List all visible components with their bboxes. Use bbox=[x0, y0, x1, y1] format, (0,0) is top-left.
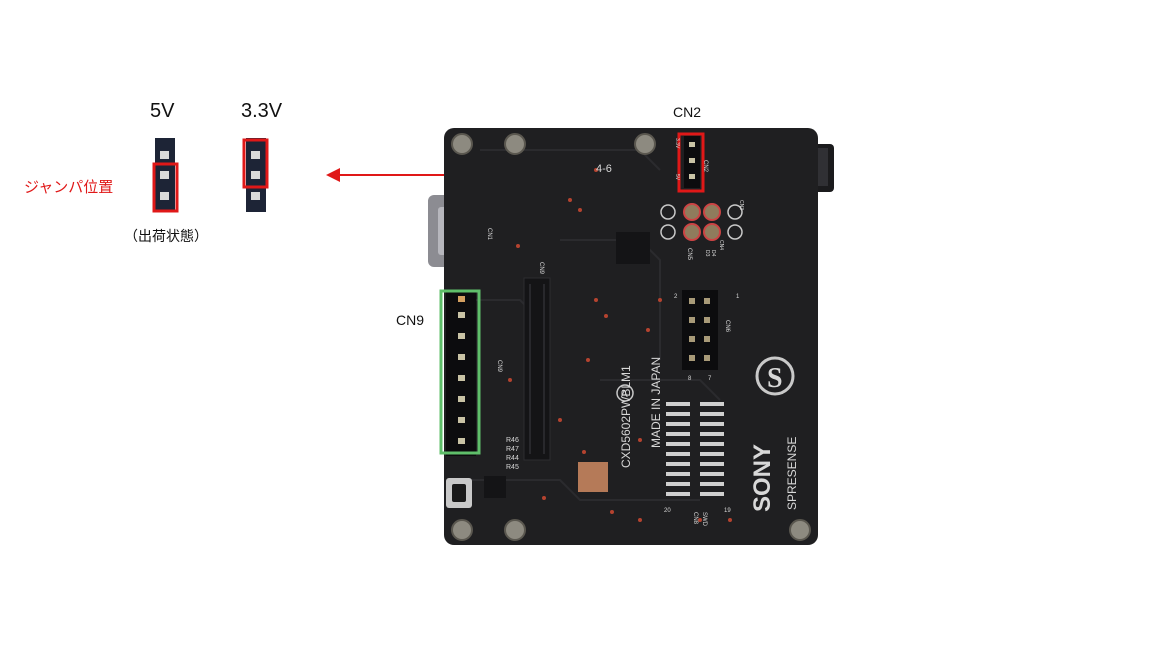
silk-d3-ref: D3 bbox=[704, 250, 710, 257]
silk-cn9-ref: CN9 bbox=[496, 360, 502, 373]
label-3-3v: 3.3V bbox=[241, 100, 283, 122]
silk-cn8-sub: SWD bbox=[701, 512, 707, 527]
cn9-highlight bbox=[439, 289, 481, 455]
jumper-5v-highlight bbox=[152, 162, 179, 213]
cn2-highlight bbox=[677, 132, 705, 193]
silk-pin20: 20 bbox=[664, 508, 671, 514]
silk-r45: R45 bbox=[506, 464, 519, 471]
silk-pin8: 8 bbox=[688, 376, 692, 382]
silk-product: SPRESENSE bbox=[785, 437, 799, 510]
silk-model: CXD5602PWBLM1 bbox=[619, 365, 633, 468]
silk-cn4-ref: CN4 bbox=[718, 240, 724, 250]
silk-pin-a: A bbox=[621, 389, 628, 400]
silk-cn5-ref: CN5 bbox=[686, 248, 692, 261]
copper-pad bbox=[578, 462, 608, 492]
silk-cn2-ref: CN2 bbox=[702, 160, 708, 173]
silk-brand: SONY bbox=[749, 444, 776, 512]
label-jumper-position: ジャンパ位置 bbox=[24, 179, 114, 196]
jumper-5v-graphic bbox=[152, 138, 179, 213]
silk-cn6-ref: CN6 bbox=[724, 320, 730, 333]
jumper-3-3v-highlight bbox=[242, 138, 269, 189]
label-shipping-state: （出荷状態） bbox=[124, 228, 208, 244]
label-cn2: CN2 bbox=[673, 104, 702, 120]
silk-r47: R47 bbox=[506, 446, 519, 453]
silk-pin2: 2 bbox=[674, 294, 678, 300]
silk-cn2-33v: 3.3V bbox=[674, 138, 680, 149]
silk-cn1-ref: CN1 bbox=[486, 228, 492, 241]
silk-r46: R46 bbox=[506, 437, 519, 444]
silk-r44: R44 bbox=[506, 455, 519, 462]
label-5v: 5V bbox=[150, 100, 175, 122]
silk-cn9-ref-2: CN9 bbox=[538, 262, 544, 275]
board-to-board-connector bbox=[523, 277, 551, 461]
silk-pin1: 1 bbox=[736, 294, 740, 300]
silk-cn8-ref: CN8 bbox=[692, 512, 698, 525]
silk-cn3-ref: CN3 bbox=[738, 200, 744, 210]
spresense-logo: S bbox=[767, 363, 783, 394]
label-cn9: CN9 bbox=[396, 312, 425, 328]
silk-corner-mark: 4-6 bbox=[596, 163, 612, 175]
spresense-board: 4-6 CN2 3.3V 5V CN1 CN5 D3 D4 CN4 CN3 CX… bbox=[428, 128, 834, 545]
silk-pin7: 7 bbox=[708, 376, 712, 382]
silk-pin19: 19 bbox=[724, 508, 731, 514]
silk-cn2-5v: 5V bbox=[674, 174, 680, 181]
jumper-3-3v-graphic bbox=[242, 138, 269, 212]
silk-made-in: MADE IN JAPAN bbox=[649, 357, 663, 448]
ic-chip bbox=[616, 232, 650, 264]
silk-d4-ref: D4 bbox=[710, 250, 716, 257]
cn6-header bbox=[682, 290, 718, 370]
